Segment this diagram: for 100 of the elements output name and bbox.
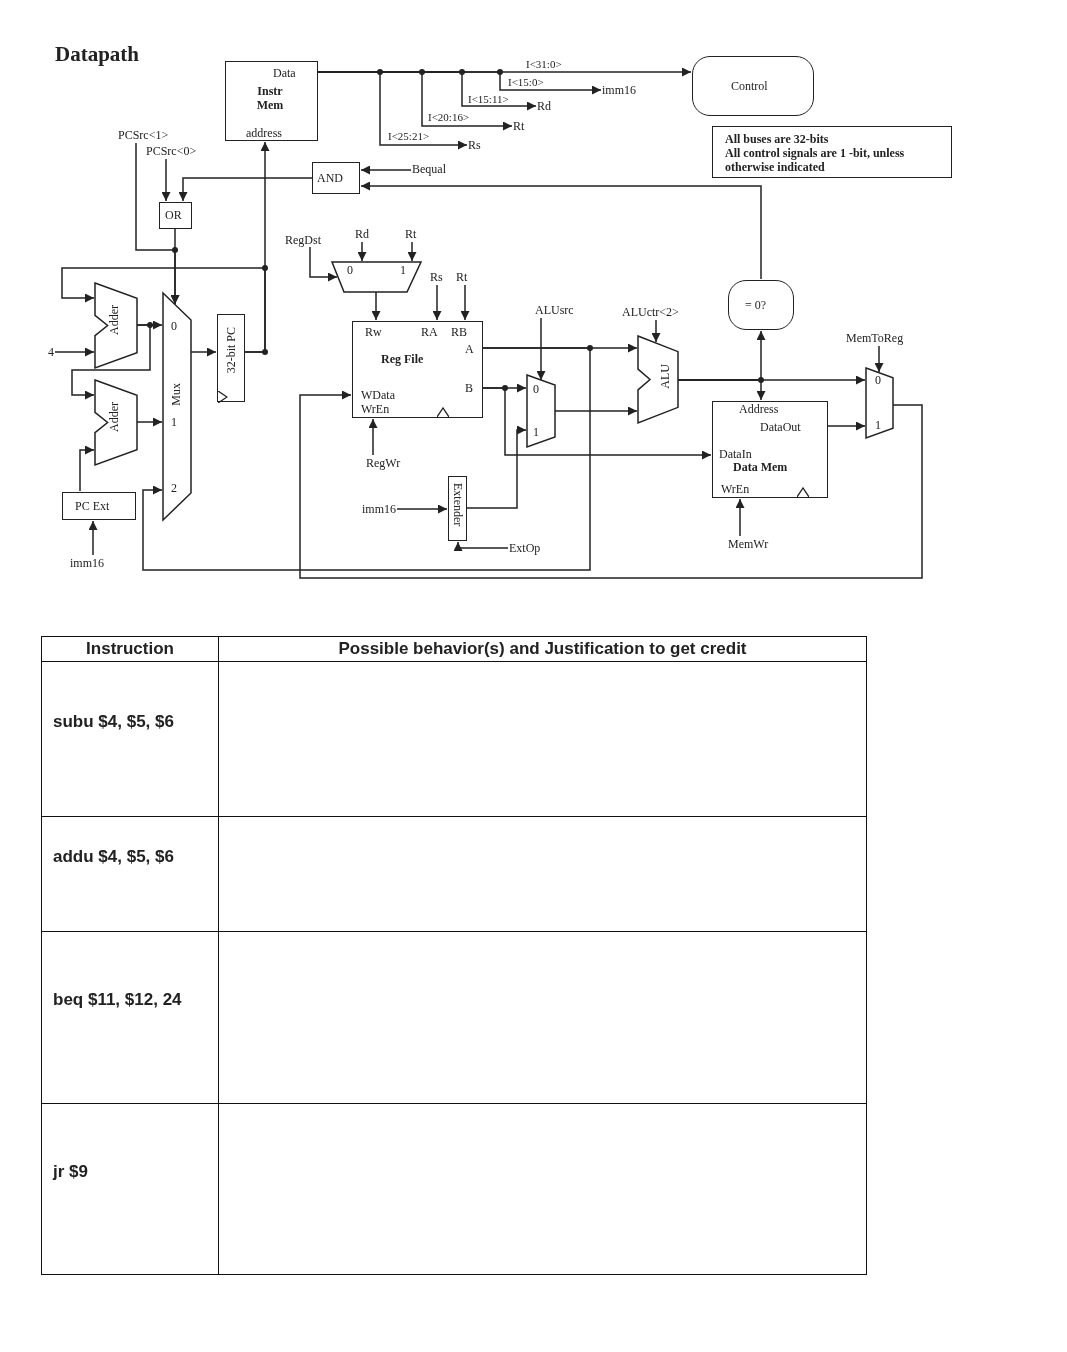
- arrow: [317, 71, 468, 150]
- instruction-text: addu $4, $5, $6: [41, 816, 219, 932]
- block-title: Control: [731, 79, 768, 93]
- block-title: Data Mem: [733, 460, 788, 474]
- port-label: Data: [273, 66, 296, 80]
- signal-label: imm16: [362, 502, 396, 516]
- signal-label: 4: [48, 345, 54, 359]
- and-gate: [312, 162, 360, 194]
- block-title: Instr Mem: [255, 84, 285, 112]
- edge-label: I<15:11>: [468, 93, 509, 105]
- arrow: [482, 387, 712, 460]
- edge-label: I<15:0>: [508, 76, 544, 88]
- multiplexer-symbol: [527, 375, 555, 447]
- arrow: [735, 498, 745, 537]
- note-box: [712, 126, 952, 178]
- memory-block: [225, 61, 318, 141]
- arrow: [54, 347, 95, 357]
- signal-label: ExtOp: [509, 541, 541, 555]
- multiplexer-symbol: [163, 293, 191, 520]
- arrow: [79, 445, 95, 492]
- arrow: [309, 246, 338, 282]
- adder-symbol: [95, 380, 137, 465]
- input-label: 1: [533, 425, 539, 439]
- port-label: address: [246, 126, 282, 140]
- arrow: [432, 284, 442, 321]
- extender-block: [448, 476, 467, 541]
- arrow: [161, 158, 171, 202]
- signal-label: Rd: [355, 227, 369, 241]
- arrow: [368, 418, 378, 456]
- signal-label: Rt: [513, 119, 525, 133]
- arrow: [357, 241, 367, 262]
- instruction-text: subu $4, $5, $6: [41, 661, 219, 817]
- signal-label: ALUctr<2>: [622, 305, 679, 319]
- block-title: Adder: [107, 305, 121, 335]
- arrow: [396, 504, 448, 514]
- signal-label: MemWr: [728, 537, 769, 551]
- arrow: [466, 425, 527, 509]
- signal-label: MemToReg: [846, 331, 904, 345]
- port-label: Rw: [365, 325, 382, 339]
- signal-label: Bequal: [412, 162, 446, 176]
- instruction-text: beq $11, $12, 24: [41, 931, 219, 1104]
- port-label: A: [465, 342, 474, 356]
- control-unit: [692, 56, 814, 116]
- input-label: 0: [347, 263, 353, 277]
- signal-label: PCSrc<0>: [146, 144, 197, 158]
- block-title: ALU: [658, 364, 672, 389]
- port-label: WData: [361, 388, 395, 402]
- signal-label: imm16: [602, 83, 636, 97]
- arrow: [453, 541, 509, 551]
- note-text: All buses are 32-bits: [725, 132, 830, 146]
- port-label: DataOut: [760, 420, 801, 434]
- arrow: [371, 291, 381, 321]
- block-title: PC Ext: [75, 499, 110, 513]
- arrow: [178, 177, 313, 202]
- input-label: 0: [875, 373, 881, 387]
- edge-label: I<25:21>: [388, 130, 430, 142]
- port-label: WrEn: [721, 482, 750, 496]
- signal-label: Rt: [405, 227, 417, 241]
- arrow: [827, 421, 866, 431]
- block-title: Mux: [169, 383, 183, 406]
- arrow: [88, 520, 98, 556]
- extender-block: [62, 492, 136, 520]
- port-label: RB: [451, 325, 467, 339]
- block-title: Adder: [107, 402, 121, 432]
- gate-label: OR: [165, 208, 182, 222]
- arrow: [460, 284, 470, 321]
- signal-label: RegWr: [366, 456, 401, 470]
- port-label: B: [465, 381, 473, 395]
- input-label: 1: [400, 263, 406, 277]
- note-text: All control signals are 1 -bit, unless otherwise indicated: [725, 146, 906, 174]
- input-label: 1: [171, 415, 177, 429]
- adder-symbol: [95, 283, 137, 368]
- block-title: 32-bit PC: [224, 327, 238, 374]
- signal-label: imm16: [70, 556, 104, 570]
- arrow: [61, 267, 266, 353]
- input-label: 2: [171, 481, 177, 495]
- block-title: Reg File: [381, 352, 424, 366]
- port-label: DataIn: [719, 447, 752, 461]
- signal-label: PCSrc<1>: [118, 128, 169, 142]
- input-label: 1: [875, 418, 881, 432]
- multiplexer-symbol: [866, 368, 893, 438]
- arrow: [299, 390, 923, 579]
- memory-block: [712, 401, 828, 498]
- arrow: [360, 181, 762, 280]
- block-title: = 0?: [745, 298, 767, 312]
- port-label: WrEn: [361, 402, 390, 416]
- register-block: [217, 314, 245, 402]
- input-label: 0: [171, 319, 177, 333]
- signal-label: Rd: [537, 99, 551, 113]
- signal-label: Rs: [430, 270, 443, 284]
- arrow: [360, 165, 412, 175]
- instruction-text: jr $9: [41, 1103, 219, 1275]
- block-title: Extender: [451, 483, 465, 527]
- arrow: [170, 228, 180, 305]
- port-label: RA: [421, 325, 438, 339]
- edge-label: I<20:16>: [428, 111, 470, 123]
- signal-label: ALUsrc: [535, 303, 574, 317]
- arrow: [536, 317, 546, 381]
- signal-label: Rs: [468, 138, 481, 152]
- port-label: Address: [739, 402, 779, 416]
